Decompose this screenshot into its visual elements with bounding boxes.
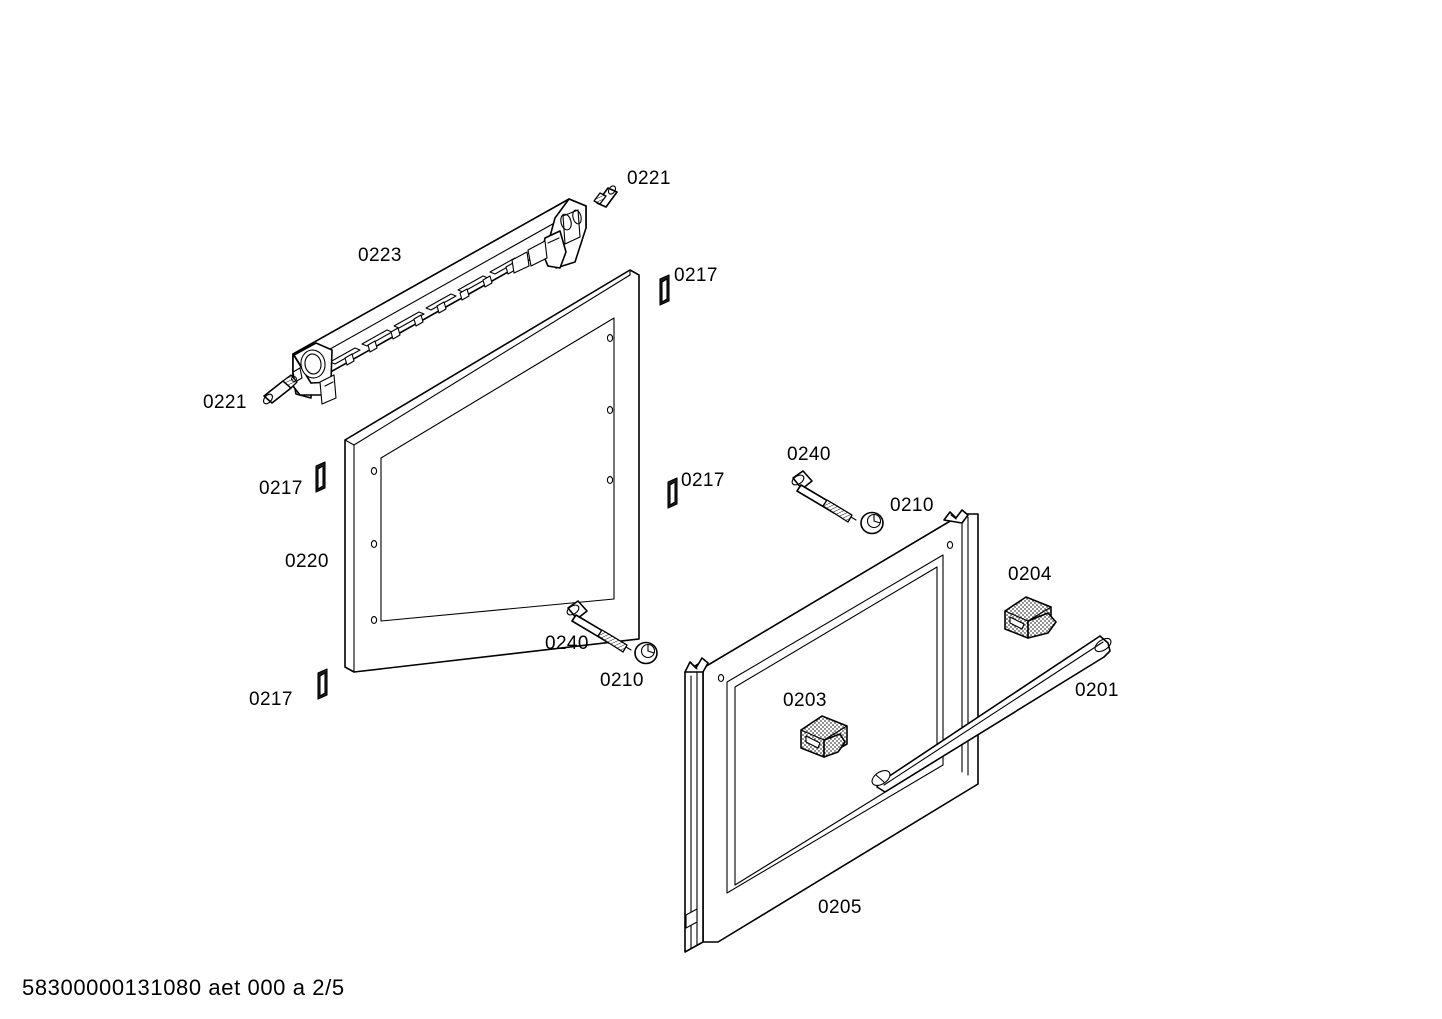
callout-0201: 0201 [1075, 680, 1119, 701]
part-0240-screw-upper [791, 470, 857, 523]
part-0217-clip-mid [667, 477, 678, 509]
callout-0210-low: 0210 [600, 670, 644, 691]
part-0201-handle-bar [871, 635, 1112, 793]
callout-0210-top: 0210 [890, 495, 934, 516]
part-0210-nut-lower [634, 641, 658, 665]
callout-0217-right-top: 0217 [674, 265, 718, 286]
callout-0204: 0204 [1008, 564, 1052, 585]
callout-0220: 0220 [285, 551, 329, 572]
callout-0203: 0203 [783, 690, 827, 711]
part-0217-clip-left-top [315, 461, 326, 493]
drawing-code-footer: 58300000131080 aet 000 a 2/5 [22, 975, 345, 1000]
callout-0240-low: 0240 [545, 633, 589, 654]
part-0217-clip-right-top [659, 274, 670, 306]
part-0221-pin-top [593, 185, 618, 208]
callout-0205: 0205 [818, 897, 862, 918]
part-0220-glass-panel [344, 269, 640, 673]
part-0223-top-trim [292, 198, 587, 405]
callout-0221-left: 0221 [203, 392, 247, 413]
part-0217-clip-left-bottom [317, 668, 328, 700]
part-0240-screw-lower [566, 600, 632, 653]
callout-0221-top: 0221 [627, 168, 671, 189]
part-0221-pin-left [263, 374, 298, 405]
callout-0240-top: 0240 [787, 444, 831, 465]
callout-0217-mid: 0217 [681, 470, 725, 491]
callout-0217-left-bot: 0217 [249, 689, 293, 710]
callout-0223: 0223 [358, 245, 402, 266]
part-0203-handle-bracket-lower [800, 715, 848, 758]
part-0204-handle-bracket-upper [1004, 596, 1057, 639]
callout-0217-left-top: 0217 [259, 478, 303, 499]
part-0210-nut-upper [860, 511, 884, 535]
